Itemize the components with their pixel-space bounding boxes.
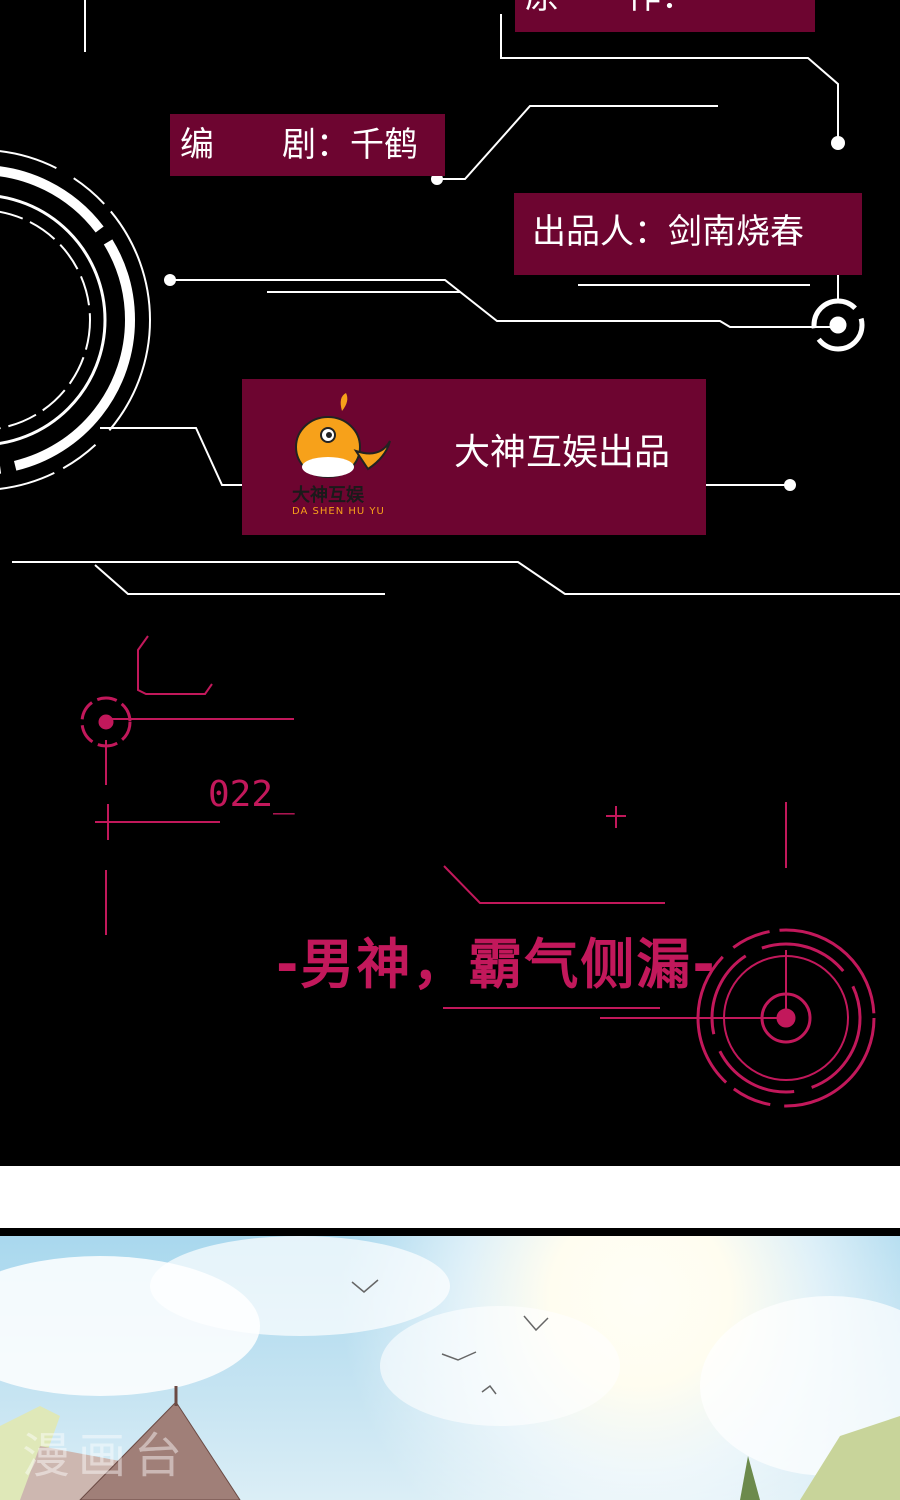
screenwriter-credit: 编 剧：千鹤 [170,114,445,176]
panel-gutter [0,1166,900,1228]
whale-logo-icon [295,393,391,478]
scene-illustration [0,1279,900,1500]
publisher-banner: 大神互娱 DA SHEN HU YU 大神互娱出品 [242,379,706,535]
chapter-number: 022_ [208,774,295,815]
hud-lines-white [0,0,900,595]
chapter-title: -男神，霸气侧漏- [276,933,717,996]
logo-subtext: DA SHEN HU YU [292,506,385,517]
panel-border [0,1228,900,1236]
hud-lines-pink [80,635,876,1108]
birds-icon [351,1279,549,1395]
target-ring-icon [811,298,865,352]
publisher-label: 大神互娱出品 [454,432,671,473]
title-panel: 原 作： 编 剧：千鹤 出品人：剑南烧春 大神互娱 DA SHEN HU YU … [0,0,900,1108]
tech-ring-icon [0,150,151,490]
small-target-icon [80,696,132,748]
original-author-credit: 原 作： [515,0,815,32]
sky-scene-panel: 漫画台 [0,1236,900,1500]
logo-text: 大神互娱 [292,485,364,506]
producer-credit: 出品人：剑南烧春 [514,193,862,275]
watermark: 漫画台 [22,1428,191,1484]
large-target-icon [696,928,876,1108]
